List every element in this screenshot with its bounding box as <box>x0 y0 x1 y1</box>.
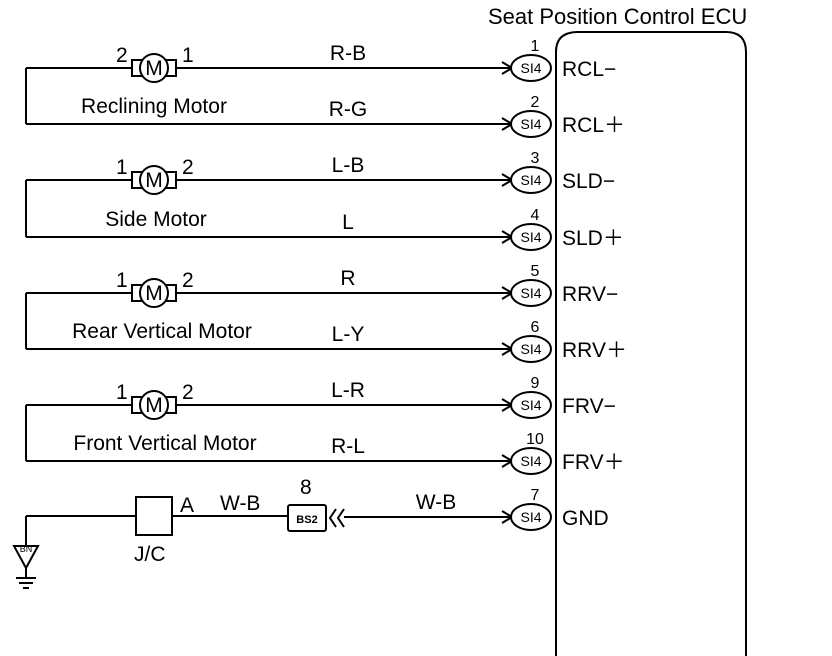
motor-symbol: M <box>145 57 163 80</box>
motor-label: Side Motor <box>105 208 207 231</box>
motor-label: Rear Vertical Motor <box>72 320 252 343</box>
si4-connector-shape <box>510 447 552 475</box>
ecu-terminal-label: SLD− <box>562 170 615 193</box>
ground-wire-color-left: W-B <box>220 492 260 515</box>
ecu-pin-number: 9 <box>531 375 540 392</box>
ecu-terminal-label: RRV− <box>562 283 618 306</box>
ecu-pin-number: 3 <box>531 150 540 167</box>
motor-symbol: M <box>145 394 163 417</box>
motor-icon <box>139 165 169 195</box>
junction-label: J/C <box>134 543 166 566</box>
motor-pin-left: 2 <box>116 44 128 67</box>
ecu-pin-rows: SI41RCL−R-BSI42RCL＋R-GSI43SLD−L-BSI44SLD… <box>26 38 627 531</box>
wire-color-label: R-B <box>330 42 366 65</box>
si4-connector-label: SI4 <box>520 60 541 76</box>
junction-terminal-label: A <box>180 494 194 517</box>
motor-symbol: M <box>145 282 163 305</box>
motor-icon <box>139 53 169 83</box>
si4-connector-label: SI4 <box>520 116 541 132</box>
si4-connector-label: SI4 <box>520 341 541 357</box>
si4-connector-label: SI4 <box>520 509 541 525</box>
wire-color-label: R <box>340 267 355 290</box>
si4-connector-shape <box>510 503 552 531</box>
motor-pin-left: 1 <box>116 156 128 179</box>
bs2-chevron-icon <box>328 508 345 528</box>
junction-connector-box <box>135 496 173 536</box>
si4-connector-shape <box>510 110 552 138</box>
ecu-terminal-label: RRV＋ <box>562 339 627 362</box>
ground-triangle <box>12 545 40 571</box>
motor-pin-left: 1 <box>116 381 128 404</box>
ecu-terminal-label: FRV＋ <box>562 451 625 474</box>
ecu-terminal-label: FRV− <box>562 395 616 418</box>
si4-connector-shape <box>510 335 552 363</box>
wire-color-label: L-Y <box>332 323 365 346</box>
si4-connector-shape <box>510 223 552 251</box>
ecu-terminal-label: GND <box>562 507 609 530</box>
motor-icon <box>139 390 169 420</box>
ecu-terminal-label: SLD＋ <box>562 227 624 250</box>
si4-connector-label: SI4 <box>520 397 541 413</box>
wire-color-label: R-G <box>329 98 368 121</box>
motor-label: Reclining Motor <box>81 95 227 118</box>
ecu-terminal-label: RCL＋ <box>562 114 625 137</box>
si4-connector-label: SI4 <box>520 453 541 469</box>
si4-connector-label: SI4 <box>520 172 541 188</box>
bs2-connector-box <box>287 504 327 532</box>
si4-connector-shape <box>510 166 552 194</box>
si4-connector-shape <box>510 391 552 419</box>
si4-connector-shape <box>510 54 552 82</box>
wire-color-label: L-B <box>332 154 365 177</box>
ground-icon <box>16 568 36 589</box>
motor-pin-right: 2 <box>182 269 194 292</box>
ground-point-label: BN <box>20 544 33 554</box>
wire-color-label: W-B <box>416 491 456 514</box>
si4-connector-shape <box>510 279 552 307</box>
ecu-pin-number: 4 <box>531 207 540 224</box>
si4-connector-label: SI4 <box>520 229 541 245</box>
wire-color-label: L <box>342 211 354 234</box>
ecu-title: Seat Position Control ECU <box>488 4 747 29</box>
motor-pin-right: 2 <box>182 381 194 404</box>
ecu-pin-number: 5 <box>531 263 540 280</box>
motor-symbol: M <box>145 169 163 192</box>
ecu-pin-number: 1 <box>531 38 540 55</box>
ecu-terminal-label: RCL− <box>562 58 616 81</box>
motor-label: Front Vertical Motor <box>73 432 256 455</box>
wire-color-label: R-L <box>331 435 365 458</box>
motor-icon <box>139 278 169 308</box>
ground-circuit: J/C A W-B 8 BS2 BN <box>12 476 345 589</box>
motor-pin-left: 1 <box>116 269 128 292</box>
bs2-pin-number: 8 <box>300 476 312 499</box>
wire-color-label: L-R <box>331 379 365 402</box>
ecu-pin-number: 7 <box>531 487 540 504</box>
motor-pin-right: 2 <box>182 156 194 179</box>
bs2-connector-code: BS2 <box>296 514 317 526</box>
ecu-pin-number: 6 <box>531 319 540 336</box>
ecu-pin-number: 10 <box>526 431 544 448</box>
si4-connector-label: SI4 <box>520 285 541 301</box>
ecu-pin-number: 2 <box>531 94 540 111</box>
motor-pin-right: 1 <box>182 44 194 67</box>
ecu-box <box>555 31 747 656</box>
